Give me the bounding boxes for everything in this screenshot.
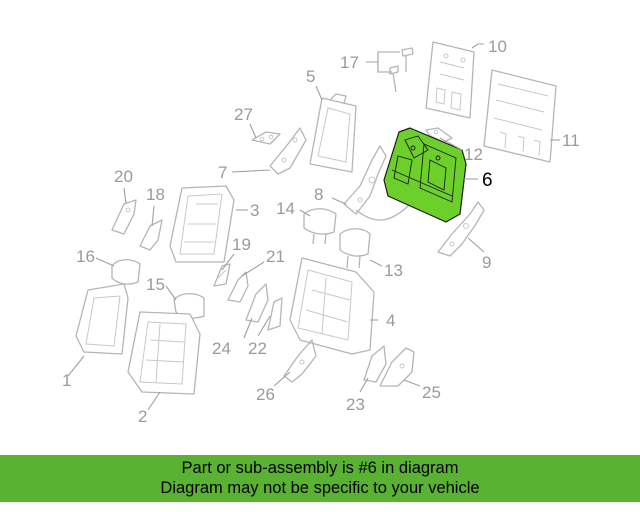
callout-9: 9 [482,253,491,272]
callout-21: 21 [266,247,285,266]
callout-6: 6 [482,170,493,191]
part-14[interactable] [303,208,337,245]
leader-lines [67,43,560,411]
part-2[interactable] [127,311,201,395]
part-24[interactable] [245,283,269,323]
callout-3: 3 [250,201,259,220]
callout-labels: 1 2 3 4 5 6 7 8 9 10 11 12 13 14 15 16 1… [62,37,580,426]
callout-24: 24 [212,339,231,358]
callout-4: 4 [386,311,395,330]
parts-diagram: 1 2 3 4 5 6 7 8 9 10 11 12 13 14 15 16 1… [62,37,580,426]
part-4[interactable] [289,257,375,355]
callout-1: 1 [62,371,71,390]
part-9[interactable] [437,201,485,257]
callout-27: 27 [234,105,253,124]
callout-22: 22 [248,339,267,358]
callout-25: 25 [422,383,441,402]
callout-2: 2 [138,407,147,426]
banner-line-2: Diagram may not be specific to your vehi… [160,479,480,497]
callout-11: 11 [562,131,580,150]
part-3[interactable] [169,185,235,263]
info-banner: Part or sub-assembly is #6 in diagram Di… [0,455,640,502]
part-27[interactable] [251,131,281,145]
part-25[interactable] [379,347,415,387]
part-13[interactable] [339,228,371,269]
part-11[interactable] [483,69,557,163]
part-12[interactable] [425,127,453,143]
callout-10: 10 [488,37,507,56]
callout-23: 23 [346,395,365,414]
callout-26: 26 [256,385,275,404]
banner-line-1: Part or sub-assembly is #6 in diagram [181,459,459,477]
part-18[interactable] [139,219,163,251]
callout-13: 13 [384,261,403,280]
part-5[interactable] [309,93,357,173]
part-7[interactable] [269,127,307,175]
part-6-highlighted[interactable] [383,127,467,223]
callout-15: 15 [146,275,165,294]
part-1[interactable] [75,283,129,355]
callout-14: 14 [276,199,295,218]
callout-17: 17 [340,53,359,72]
callout-20: 20 [114,167,133,186]
part-20[interactable] [111,199,137,235]
part-21[interactable] [227,271,249,303]
part-26[interactable] [283,339,317,383]
callout-18: 18 [146,185,165,204]
part-10[interactable] [425,41,475,119]
part-19[interactable] [213,263,231,287]
callout-12: 12 [464,145,483,164]
callout-7: 7 [218,163,227,182]
part-23[interactable] [363,345,387,383]
callout-19: 19 [232,235,251,254]
callout-8: 8 [314,185,323,204]
callout-5: 5 [306,67,315,86]
part-22[interactable] [267,297,283,331]
callout-16: 16 [76,247,95,266]
part-16[interactable] [111,259,141,285]
part-17[interactable] [389,47,414,93]
